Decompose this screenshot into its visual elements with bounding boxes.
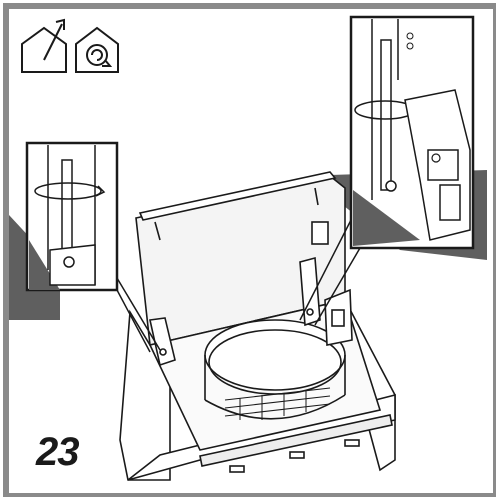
- recirculation-icon: [75, 26, 119, 73]
- ducted-exhaust-icon: [21, 18, 67, 73]
- left-screw-detail: [25, 141, 161, 353]
- right-screw-detail: [299, 15, 475, 326]
- step-number: 23: [36, 430, 79, 474]
- hood-housing: [119, 171, 396, 481]
